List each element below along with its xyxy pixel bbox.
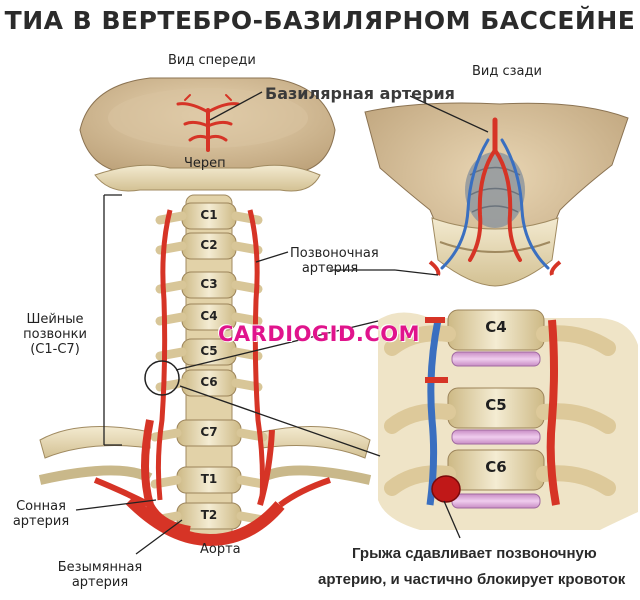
hernia-highlight-circle	[144, 360, 180, 396]
pointer-lines	[75, 91, 489, 555]
vertebra-label-c6: C6	[200, 375, 218, 389]
carotid-artery-label: Сонная артерия	[12, 499, 70, 529]
caption-line-1: Грыжа сдавливает позвоночную	[352, 545, 597, 562]
vertebral-vein-zoom	[426, 319, 442, 506]
left-clavicle	[39, 426, 151, 459]
vertebral-artery-zoom	[546, 319, 560, 506]
basilar-artery-back	[440, 117, 550, 270]
zoom-illustration	[378, 309, 638, 530]
front-view-label: Вид спереди	[168, 53, 256, 68]
zoom-intervertebral-disc-2	[451, 429, 541, 445]
skull-label: Череп	[184, 156, 226, 171]
front-view-illustration	[38, 77, 372, 547]
vertebra-label-c2: C2	[200, 238, 218, 252]
caption-line-2: артерию, и частично блокирует кровоток	[318, 571, 626, 588]
innominate-artery-label: Безымянная артерия	[57, 560, 143, 590]
vertebra-label-c5: C5	[200, 344, 218, 358]
hernia-blob	[431, 475, 461, 503]
vertebra-label-c3: C3	[200, 277, 218, 291]
basilar-artery-label: Базилярная артерия	[265, 84, 455, 103]
vertebra-label-t2: T2	[200, 508, 218, 522]
page-title: ТИА В ВЕРТЕБРО-БАЗИЛЯРНОМ БАССЕЙНЕ	[4, 6, 636, 35]
vertebra-label-t1: T1	[200, 472, 218, 486]
zoom-vertebra-label-c6: C6	[485, 458, 507, 476]
zoom-vertebra-label-c4: C4	[485, 318, 507, 336]
vertebra-label-c4: C4	[200, 309, 218, 323]
aorta-label: Аорта	[200, 542, 241, 557]
zoom-vertebra-label-c5: C5	[485, 396, 507, 414]
left-vertebral-artery	[155, 209, 173, 501]
watermark: CARDIOGID.COM	[218, 322, 421, 346]
back-view-label: Вид сзади	[472, 64, 542, 79]
cervical-vertebrae-label: Шейные позвонки (С1-С7)	[23, 312, 87, 357]
back-view-illustration	[364, 102, 629, 287]
vertebra-label-c1: C1	[200, 208, 218, 222]
vertebral-artery-label: Позвоночная артерия	[290, 246, 379, 276]
right-clavicle	[261, 426, 371, 459]
zoom-intervertebral-disc-1	[451, 351, 541, 367]
zoom-intervertebral-disc-3	[451, 493, 541, 509]
right-vertebral-artery	[247, 209, 265, 501]
basilar-artery-front	[176, 94, 240, 152]
aorta-arch	[125, 495, 285, 547]
vertebra-label-c7: C7	[200, 425, 218, 439]
